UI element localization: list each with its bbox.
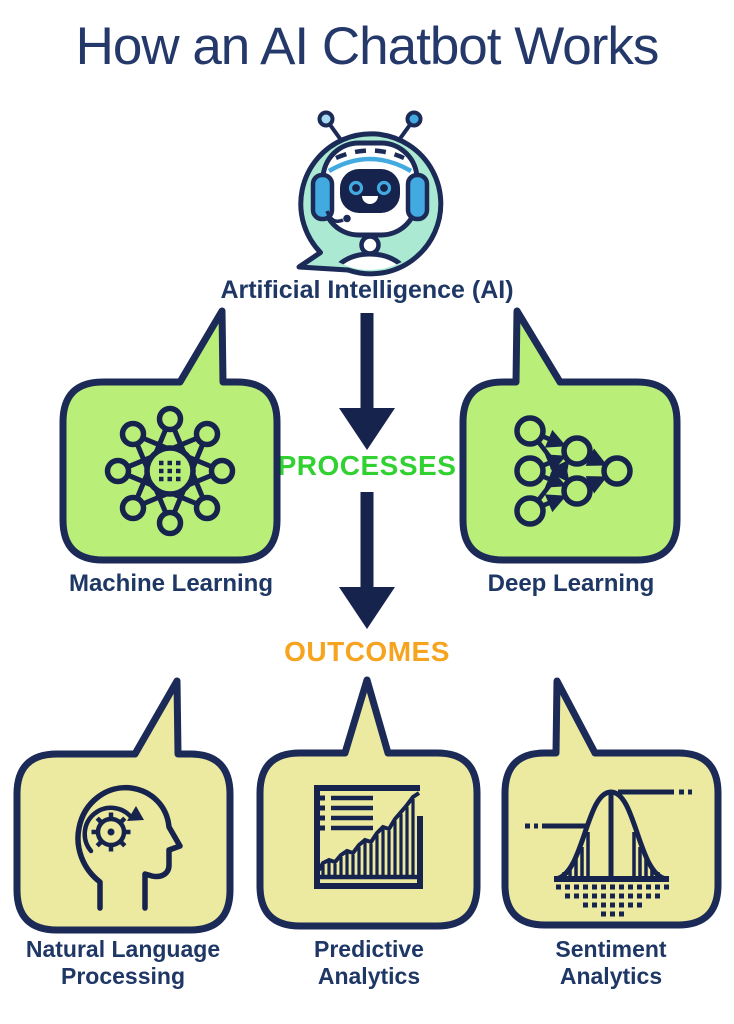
ai-label: Artificial Intelligence (AI) [220,276,514,304]
robot-microphone-icon [325,210,351,224]
processes-stage-label: PROCESSES [277,450,457,481]
down-arrow-icon [339,492,395,629]
predictive-analytics-label: Predictive Analytics [314,936,424,989]
robot-smile [362,196,378,204]
robot-headband-dashed [335,148,405,161]
speech-bubble-sentiment-analytics [501,677,722,929]
head-gear-icon [75,784,183,911]
speech-bubble-predictive-analytics [256,676,481,930]
deep-learning-network-icon [514,415,633,527]
robot-face [340,169,400,213]
deep-learning-label: Deep Learning [487,570,655,597]
down-arrow-icon [339,313,395,450]
robot-eye-left [348,180,364,196]
machine-learning-network-icon [104,405,236,537]
outcomes-stage-label: OUTCOMES [284,636,450,667]
chatbot-robot-icon [296,110,444,277]
robot-neck [359,234,381,256]
speech-bubble-machine-learning [59,307,281,564]
robot-headphones-icon [310,172,430,222]
speech-bubble-deep-learning [459,307,681,564]
robot-antennas-icon [317,110,423,142]
nlp-label: Natural Language Processing [25,936,221,989]
rising-bar-chart-icon [314,785,423,889]
bell-curve-icon [525,789,692,917]
sentiment-analytics-label: Sentiment Analytics [555,936,667,989]
speech-bubble-nlp [13,677,234,934]
page-title: How an AI Chatbot Works [75,17,660,76]
robot-headband-blue [327,156,413,173]
robot-eye-right [376,180,392,196]
machine-learning-label: Machine Learning [68,570,274,597]
